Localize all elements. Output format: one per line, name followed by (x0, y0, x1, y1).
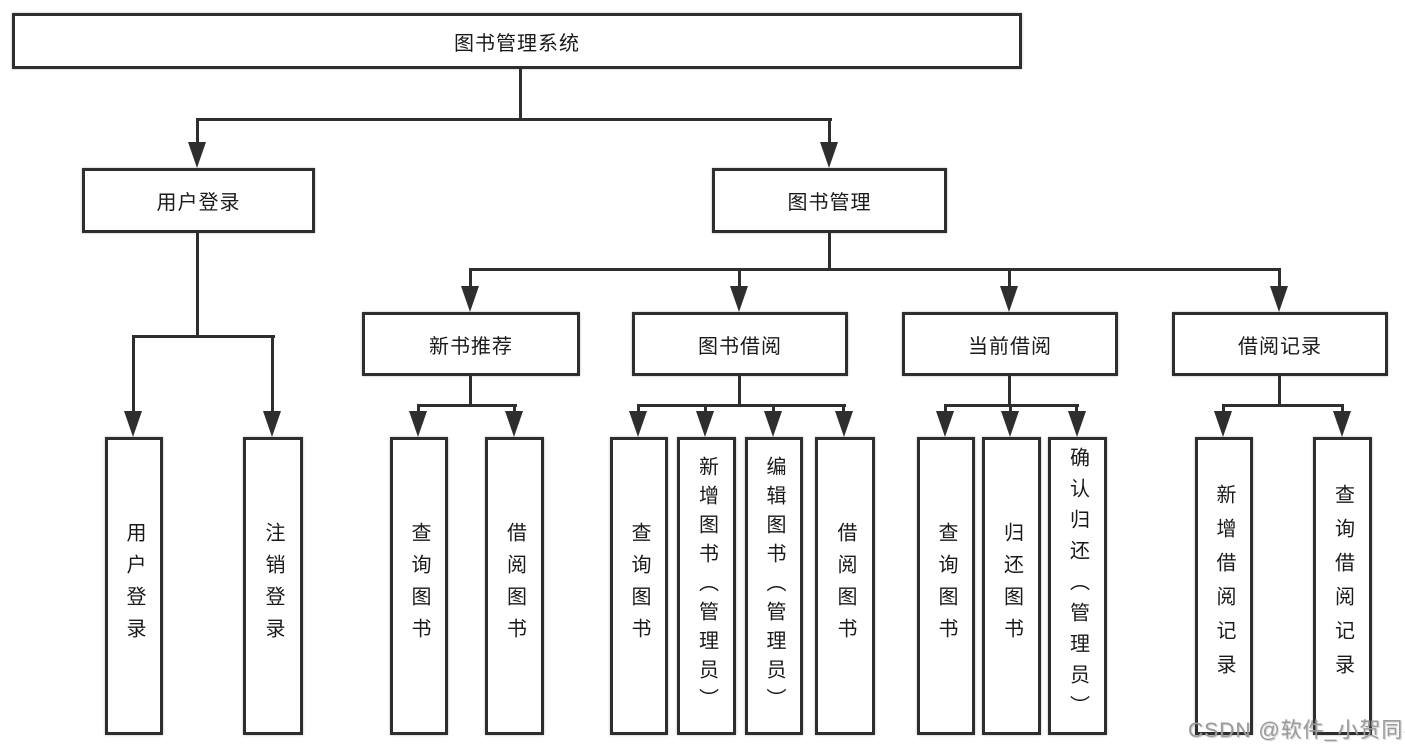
arrow-head-icon (505, 411, 523, 437)
connector-line (519, 68, 522, 119)
connector-line (738, 268, 741, 288)
leaf-logout: 注销登录 (243, 437, 303, 735)
connector-line (469, 376, 472, 407)
leaf-query-book-recommend: 查询图书 (390, 437, 448, 735)
leaf-label: 新增图书（管理员） (695, 455, 718, 717)
connector-line (828, 118, 831, 145)
leaf-label: 归还图书 (1000, 522, 1023, 650)
connector-line (1278, 376, 1281, 407)
connector-line (469, 268, 1281, 271)
arrow-head-icon (629, 411, 647, 437)
connector-line (1008, 376, 1011, 407)
leaf-edit-book-admin: 编辑图书（管理员） (745, 437, 803, 735)
arrow-head-icon (1333, 411, 1351, 437)
connector-line (772, 404, 775, 413)
arrow-head-icon (1270, 286, 1288, 312)
connector-line (513, 404, 516, 413)
leaf-label: 确认归还（管理员） (1066, 446, 1089, 726)
node-book-management: 图书管理 (712, 168, 947, 233)
leaf-add-book-admin: 新增图书（管理员） (677, 437, 736, 735)
node-current-borrow: 当前借阅 (902, 312, 1118, 376)
leaf-label: 新增借阅记录 (1213, 484, 1235, 688)
connector-line (1008, 268, 1011, 288)
connector-line (1009, 404, 1012, 413)
arrow-head-icon (835, 411, 853, 437)
connector-line (1341, 404, 1344, 413)
connector-line (196, 118, 832, 121)
leaf-label: 用户登录 (123, 522, 145, 650)
node-new-book-recommend: 新书推荐 (362, 312, 580, 376)
connector-line (132, 335, 135, 413)
node-borrow-records: 借阅记录 (1172, 312, 1388, 376)
connector-line (828, 233, 831, 271)
connector-line (196, 118, 199, 145)
node-book-borrow: 图书借阅 (632, 312, 848, 376)
leaf-label: 查询图书 (935, 522, 957, 650)
connector-line (417, 404, 420, 413)
node-root: 图书管理系统 (12, 13, 1022, 69)
connector-line (469, 268, 472, 288)
leaf-label: 借阅图书 (834, 522, 856, 650)
leaf-label: 借阅图书 (503, 522, 526, 650)
arrow-head-icon (730, 286, 748, 312)
leaf-query-book-current: 查询图书 (917, 437, 975, 735)
arrow-head-icon (764, 411, 782, 437)
connector-line (738, 376, 741, 407)
arrow-head-icon (461, 286, 479, 312)
arrow-head-icon (263, 411, 281, 437)
leaf-borrow-book: 借阅图书 (815, 437, 875, 735)
connector-line (637, 404, 640, 413)
connector-line (704, 404, 707, 413)
arrow-head-icon (124, 411, 142, 437)
connector-line (637, 404, 846, 407)
arrow-head-icon (188, 142, 206, 168)
leaf-query-borrow-record: 查询借阅记录 (1313, 437, 1372, 735)
leaf-confirm-return-admin: 确认归还（管理员） (1048, 437, 1107, 735)
arrow-head-icon (1000, 286, 1018, 312)
leaf-borrow-book-recommend: 借阅图书 (485, 437, 544, 735)
leaf-label: 注销登录 (262, 522, 284, 650)
connector-line (1278, 268, 1281, 288)
connector-line (196, 232, 199, 338)
leaf-add-borrow-record: 新增借阅记录 (1195, 437, 1253, 735)
node-user-login: 用户登录 (82, 168, 315, 233)
connector-line (1222, 404, 1225, 413)
leaf-query-book-borrowsec: 查询图书 (610, 437, 668, 735)
connector-line (944, 404, 947, 413)
arrow-head-icon (696, 411, 714, 437)
arrow-head-icon (1001, 411, 1019, 437)
connector-line (417, 404, 517, 407)
leaf-label: 编辑图书（管理员） (763, 455, 785, 717)
leaf-label: 查询图书 (408, 522, 430, 650)
leaf-user-login: 用户登录 (105, 437, 163, 735)
arrow-head-icon (820, 142, 838, 168)
connector-line (271, 335, 274, 413)
leaf-label: 查询借阅记录 (1331, 484, 1354, 688)
watermark: CSDN @软件_小贺同学 (1188, 719, 1405, 742)
connector-line (842, 404, 845, 413)
arrow-head-icon (936, 411, 954, 437)
leaf-return-book: 归还图书 (982, 437, 1041, 735)
arrow-head-icon (1214, 411, 1232, 437)
leaf-label: 查询图书 (628, 522, 650, 650)
connector-line (1075, 404, 1078, 413)
connector-line (1222, 404, 1344, 407)
arrow-head-icon (1068, 411, 1086, 437)
arrow-head-icon (409, 411, 427, 437)
connector-line (132, 335, 275, 338)
